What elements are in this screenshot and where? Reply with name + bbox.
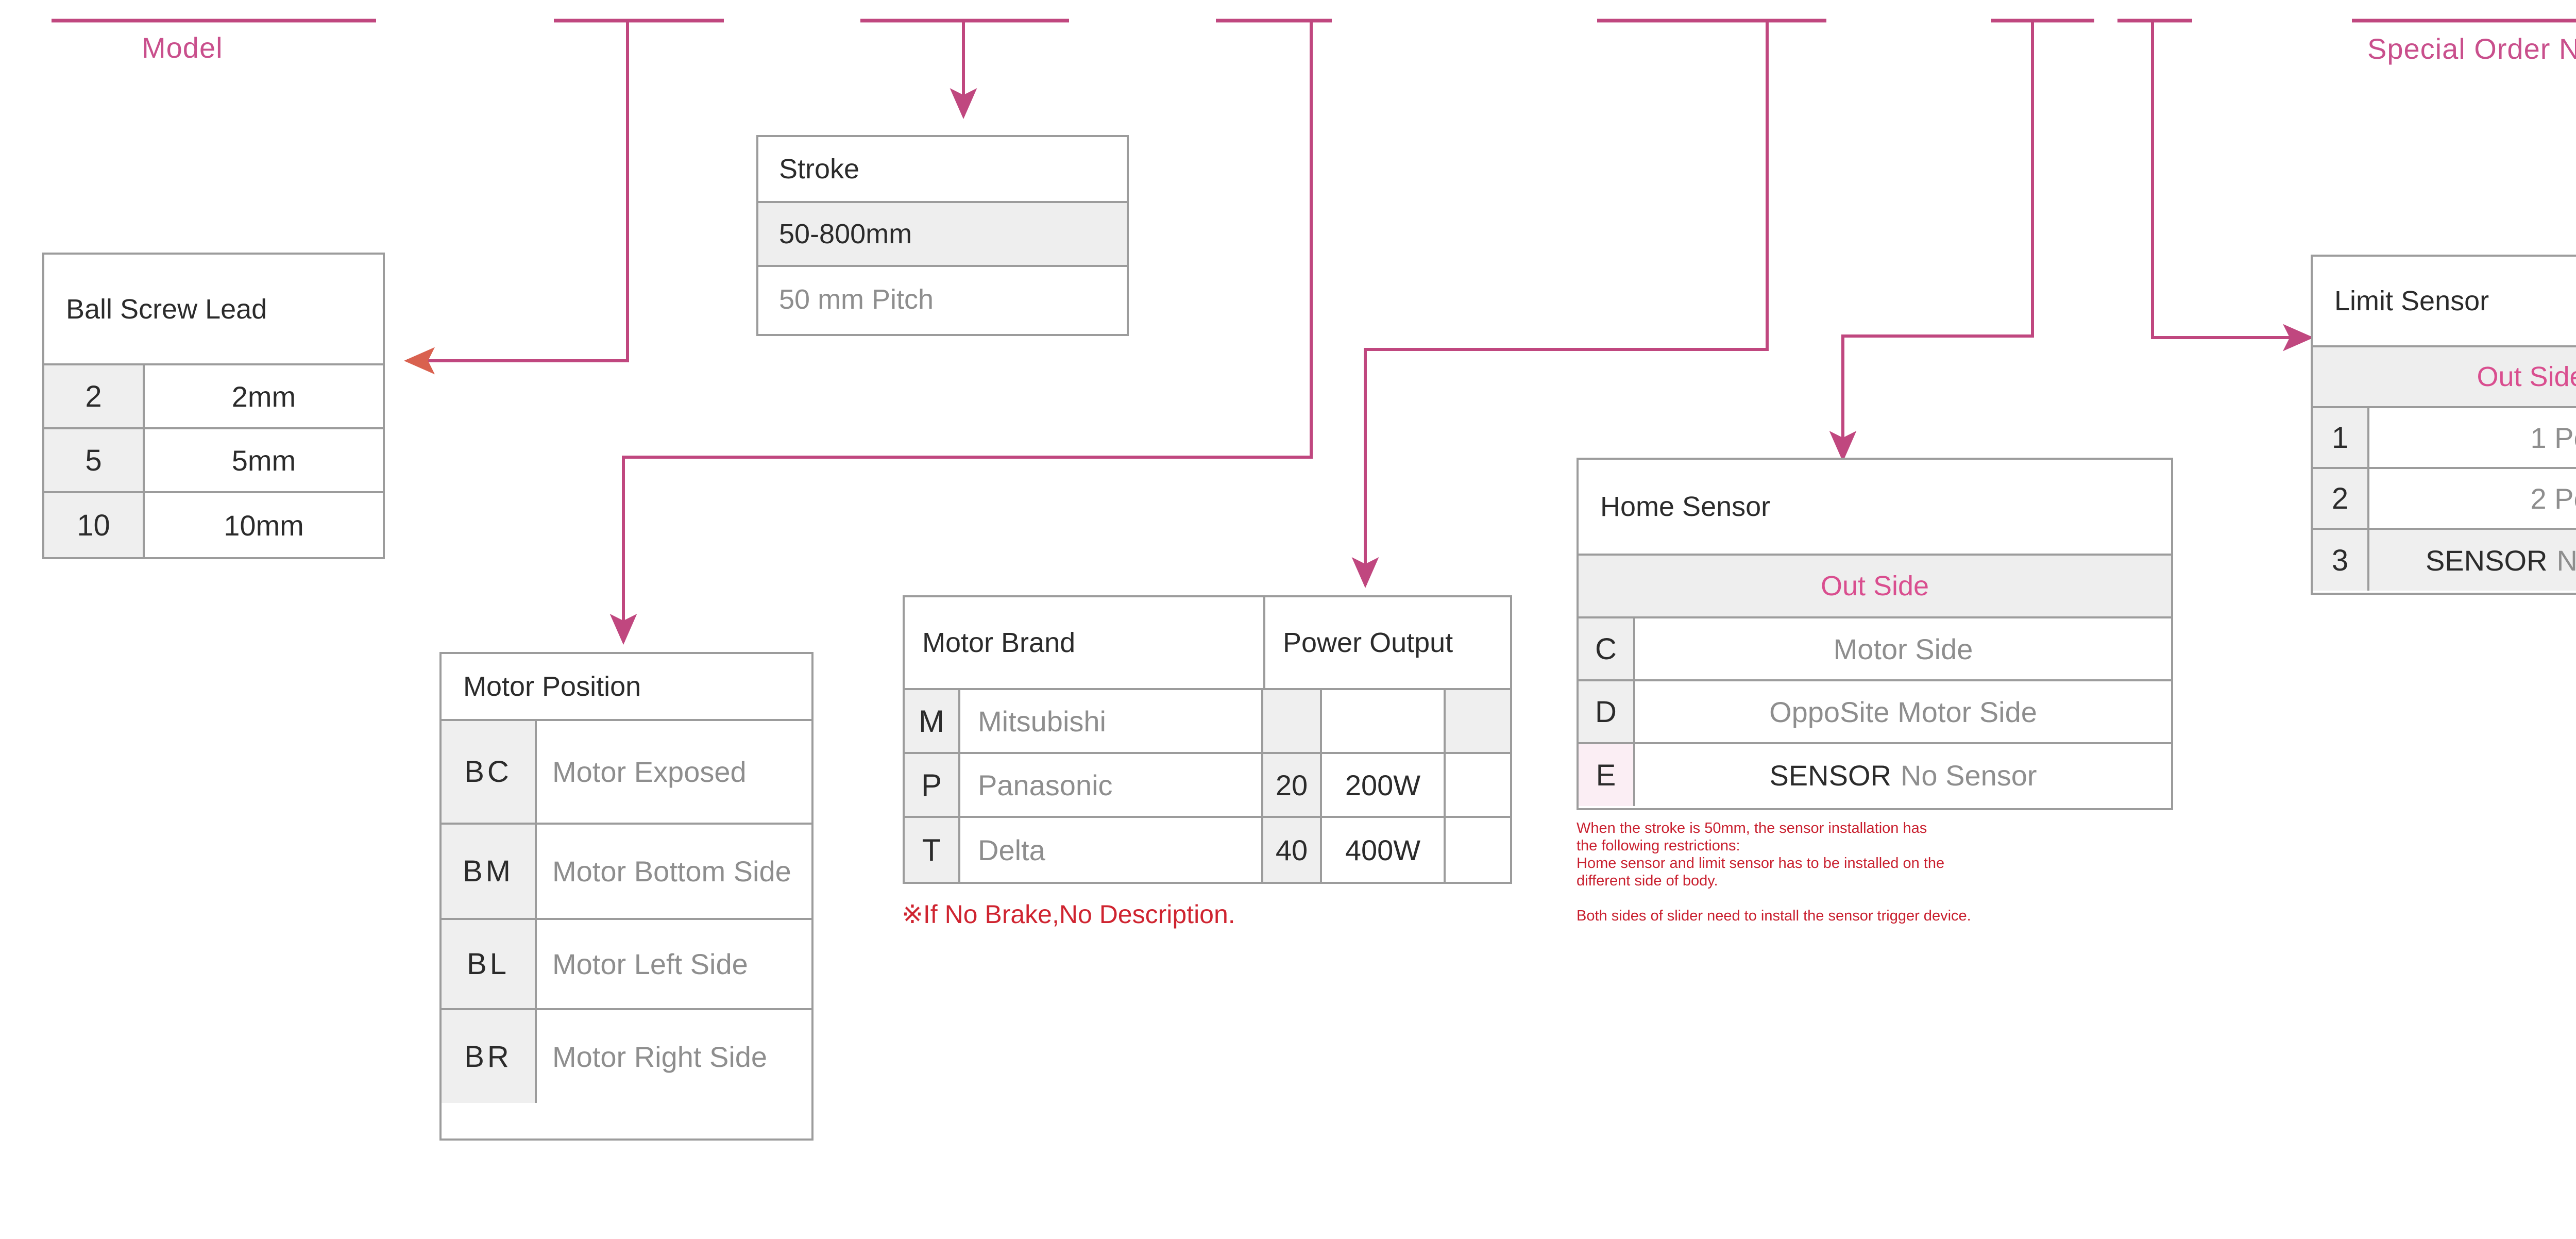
cell-desc: Motor Right Side bbox=[552, 1040, 768, 1073]
limit-sensor-title: Limit Sensor bbox=[2313, 257, 2576, 347]
cell-code: 5 bbox=[44, 429, 145, 491]
cell-desc: Motor Left Side bbox=[552, 948, 748, 980]
cell-desc-text: No Sensor bbox=[1900, 759, 2037, 792]
table-row[interactable]: BM Motor Bottom Side bbox=[442, 825, 811, 920]
cell-code: 3 bbox=[2313, 530, 2369, 591]
wire-limit-sensor bbox=[2151, 21, 2314, 351]
table-row[interactable]: C Motor Side bbox=[1579, 618, 2171, 681]
wire-ball-screw-lead bbox=[404, 21, 629, 375]
cell-desc: SENSOR No Sensor bbox=[2369, 530, 2576, 591]
cell-desc: 2 Pc bbox=[2530, 482, 2576, 515]
table-row[interactable]: 10 10mm bbox=[44, 493, 383, 557]
table-ball-screw-lead: Ball Screw Lead 2 2mm 5 5mm 10 10mm bbox=[42, 253, 385, 559]
stroke-range[interactable]: 50-800mm bbox=[758, 203, 1127, 267]
cell-desc: Motor Exposed bbox=[552, 756, 747, 788]
cell-brake-blank bbox=[1446, 690, 1510, 752]
cell-code: 2 bbox=[44, 365, 145, 427]
stroke-title: Stroke bbox=[758, 137, 1127, 203]
page-title-special-order: Special Order No. bbox=[2367, 32, 2576, 65]
cell-brand-code: T bbox=[905, 818, 960, 882]
cell-brand-name: Panasonic bbox=[960, 754, 1263, 816]
cell-code: C bbox=[1579, 618, 1635, 679]
home-sensor-subhead: Out Side bbox=[1579, 556, 2171, 618]
table-row[interactable]: P Panasonic 20 200W bbox=[905, 754, 1510, 818]
cell-desc-strong: SENSOR bbox=[1769, 759, 1891, 792]
table-row[interactable]: T Delta 40 400W bbox=[905, 818, 1510, 882]
cell-brake-blank bbox=[1446, 754, 1510, 816]
cell-desc-text: No Sensor bbox=[2556, 544, 2576, 577]
table-motor-brand-power: Motor Brand Power Output M Mitsubishi P … bbox=[903, 595, 1512, 884]
limit-sensor-subhead: Out Side bbox=[2313, 347, 2576, 408]
cell-code: BC bbox=[442, 721, 537, 823]
table-home-sensor: Home Sensor Out Side C Motor Side D Oppo… bbox=[1577, 458, 2173, 810]
table-row[interactable]: D OppoSite Motor Side bbox=[1579, 681, 2171, 744]
cell-code: 1 bbox=[2313, 408, 2369, 467]
cell-power-value bbox=[1322, 690, 1446, 752]
cell-desc: Motor Bottom Side bbox=[552, 855, 791, 888]
cell-brand-name: Delta bbox=[960, 818, 1263, 882]
cell-code: BM bbox=[442, 825, 537, 918]
cell-power-value: 200W bbox=[1322, 754, 1446, 816]
table-row[interactable]: BC Motor Exposed bbox=[442, 721, 811, 825]
page-title-model: Model bbox=[142, 31, 223, 64]
table-row[interactable]: BL Motor Left Side bbox=[442, 920, 811, 1010]
cell-desc: 1 Pc bbox=[2530, 421, 2576, 454]
cell-code: E bbox=[1579, 744, 1635, 806]
cell-desc: OppoSite Motor Side bbox=[1769, 695, 2037, 728]
wire-home-sensor bbox=[1829, 21, 2034, 462]
table-row[interactable]: 2 2 Pc bbox=[2313, 469, 2576, 530]
ball-screw-lead-title: Ball Screw Lead bbox=[44, 255, 383, 365]
cell-code: 2 bbox=[2313, 469, 2369, 528]
table-stroke: Stroke 50-800mm 50 mm Pitch bbox=[756, 135, 1129, 336]
cell-desc: 2mm bbox=[231, 380, 296, 413]
cell-power-value: 400W bbox=[1322, 818, 1446, 882]
table-row[interactable]: E SENSOR No Sensor bbox=[1579, 744, 2171, 806]
table-row[interactable]: M Mitsubishi bbox=[905, 690, 1510, 754]
cell-code: BR bbox=[442, 1010, 537, 1103]
table-row[interactable]: 3 SENSOR No Sensor bbox=[2313, 530, 2576, 591]
cell-brake-blank bbox=[1446, 818, 1510, 882]
cell-power-code: 40 bbox=[1263, 818, 1322, 882]
cell-desc: SENSOR No Sensor bbox=[1635, 744, 2171, 806]
home-sensor-restrictions-note: When the stroke is 50mm, the sensor inst… bbox=[1577, 820, 1971, 924]
table-row[interactable]: 1 1 Pc bbox=[2313, 408, 2576, 469]
cell-desc: Motor Side bbox=[1833, 632, 1973, 665]
cell-code: BL bbox=[442, 920, 537, 1008]
cell-desc: 10mm bbox=[224, 509, 304, 542]
power-output-title: Power Output bbox=[1283, 627, 1453, 658]
cell-desc: 5mm bbox=[231, 444, 296, 477]
table-row[interactable]: BR Motor Right Side bbox=[442, 1010, 811, 1103]
cell-brand-code: M bbox=[905, 690, 960, 752]
no-brake-note: ※If No Brake,No Description. bbox=[902, 900, 1235, 929]
motor-brand-header: Motor Brand Power Output bbox=[905, 597, 1510, 690]
table-row[interactable]: 5 5mm bbox=[44, 429, 383, 493]
cell-code: D bbox=[1579, 681, 1635, 742]
cell-brand-code: P bbox=[905, 754, 960, 816]
stroke-pitch: 50 mm Pitch bbox=[758, 267, 1127, 332]
cell-brand-name: Mitsubishi bbox=[960, 690, 1263, 752]
table-row[interactable]: 2 2mm bbox=[44, 365, 383, 429]
table-motor-position: Motor Position BC Motor Exposed BM Motor… bbox=[439, 652, 814, 1141]
motor-position-title: Motor Position bbox=[442, 654, 811, 721]
table-limit-sensor: Limit Sensor Out Side 1 1 Pc 2 2 Pc 3 SE… bbox=[2311, 255, 2576, 595]
cell-desc-strong: SENSOR bbox=[2425, 544, 2548, 577]
motor-brand-title: Motor Brand bbox=[905, 597, 1265, 688]
cell-power-code bbox=[1263, 690, 1322, 752]
home-sensor-title: Home Sensor bbox=[1579, 460, 2171, 556]
cell-power-code: 20 bbox=[1263, 754, 1322, 816]
cell-code: 10 bbox=[44, 493, 145, 557]
